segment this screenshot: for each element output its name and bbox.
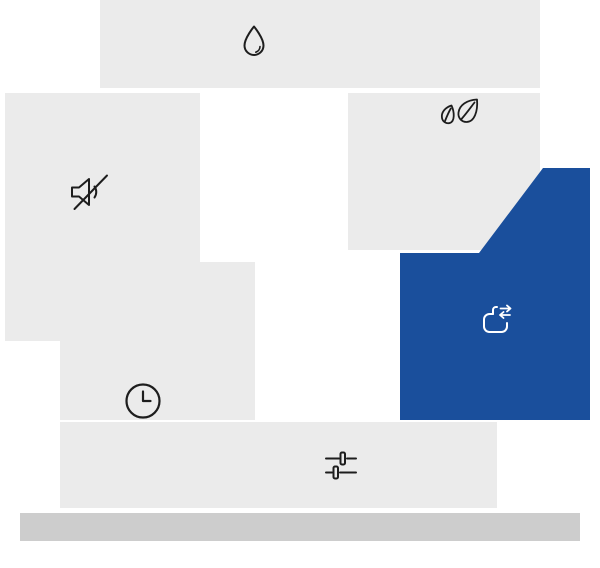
tile-adjust-settings[interactable] <box>60 422 497 508</box>
sliders-icon <box>323 447 359 483</box>
leaves-icon <box>438 96 480 134</box>
tile-water-drop[interactable] <box>100 0 540 88</box>
water-drop-icon <box>241 24 267 59</box>
speaker-muted-icon <box>68 170 112 214</box>
scroll-indicator-bar[interactable] <box>20 513 580 541</box>
tile-clock[interactable] <box>60 262 255 420</box>
tap-sync-icon <box>477 302 517 342</box>
clock-icon <box>124 382 162 420</box>
